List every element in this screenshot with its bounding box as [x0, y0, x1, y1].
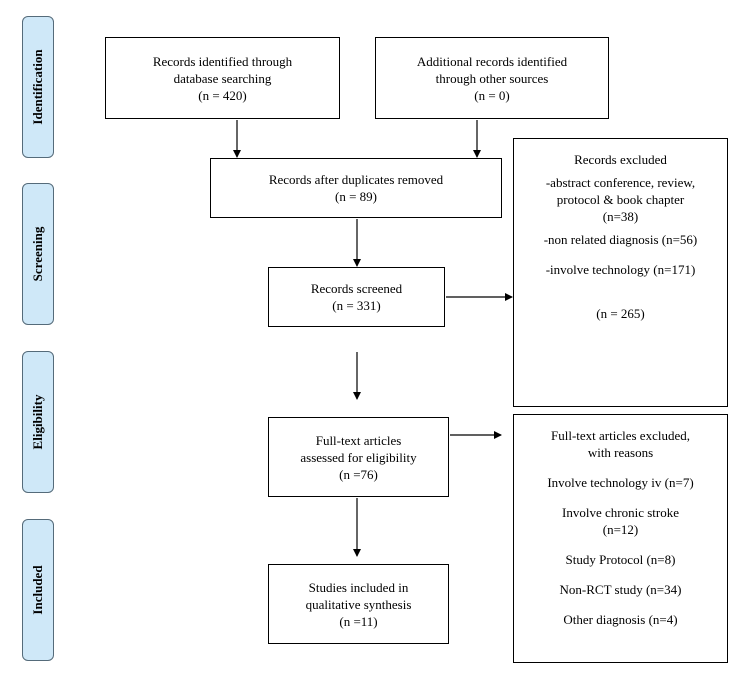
- other-sources-line-2: through other sources: [435, 70, 549, 86]
- records-excluded-item-2: -non related diagnosis (n=56): [543, 232, 698, 247]
- database-line-2: database searching: [173, 70, 272, 86]
- fulltext-excluded-item-3: Study Protocol (n=8): [565, 552, 676, 567]
- fulltext-excluded-item-4: Non-RCT study (n=34): [559, 582, 682, 597]
- fulltext-excluded-item-2-line-1: Involve chronic stroke: [562, 505, 679, 520]
- duplicates-removed-box: Records after duplicates removed (n = 89…: [210, 158, 502, 218]
- fulltext-excluded-box: Full-text articles excluded, with reason…: [513, 414, 728, 663]
- fulltext-excluded-item-5: Other diagnosis (n=4): [563, 612, 678, 627]
- stage-screening: Screening: [22, 183, 54, 325]
- database-count: (n = 420): [198, 87, 247, 103]
- studies-included-line-2: qualitative synthesis: [305, 596, 412, 612]
- database-line-1: Records identified through: [152, 53, 293, 69]
- fulltext-count: (n =76): [339, 466, 378, 482]
- fulltext-assessed-box: Full-text articles assessed for eligibil…: [268, 417, 449, 497]
- fulltext-excluded-item-1: Involve technology iv (n=7): [547, 475, 694, 490]
- fulltext-line-1: Full-text articles: [315, 432, 402, 448]
- records-excluded-item-1-count: (n=38): [602, 209, 639, 224]
- fulltext-excluded-title-1: Full-text articles excluded,: [551, 428, 690, 443]
- stage-identification: Identification: [22, 16, 54, 158]
- records-screened-count: (n = 331): [332, 298, 381, 313]
- records-excluded-item-3: -involve technology (n=171): [545, 262, 696, 277]
- records-excluded-total: (n = 265): [596, 306, 645, 321]
- studies-included-box: Studies included in qualitative synthesi…: [268, 564, 449, 644]
- fulltext-excluded-item-2-count: (n=12): [602, 522, 639, 537]
- fulltext-line-2: assessed for eligibility: [300, 449, 417, 465]
- records-excluded-title: Records excluded: [574, 152, 667, 167]
- records-excluded-item-1-line-1: -abstract conference, review,: [545, 175, 696, 190]
- records-excluded-item-1-line-2: protocol & book chapter: [556, 192, 685, 207]
- records-excluded-box: Records excluded -abstract conference, r…: [513, 138, 728, 407]
- records-screened-box: Records screened (n = 331): [268, 267, 445, 327]
- other-sources-box: Additional records identified through ot…: [375, 37, 609, 119]
- other-sources-line-1: Additional records identified: [416, 53, 568, 69]
- fulltext-excluded-title-2: with reasons: [587, 445, 654, 460]
- studies-included-count: (n =11): [339, 613, 378, 629]
- other-sources-count: (n = 0): [474, 87, 510, 103]
- duplicates-removed-count: (n = 89): [335, 189, 377, 204]
- studies-included-line-1: Studies included in: [308, 579, 409, 595]
- stage-eligibility: Eligibility: [22, 351, 54, 493]
- stage-included: Included: [22, 519, 54, 661]
- duplicates-removed-label: Records after duplicates removed: [268, 172, 444, 187]
- records-screened-label: Records screened: [310, 281, 403, 296]
- database-records-box: Records identified through database sear…: [105, 37, 340, 119]
